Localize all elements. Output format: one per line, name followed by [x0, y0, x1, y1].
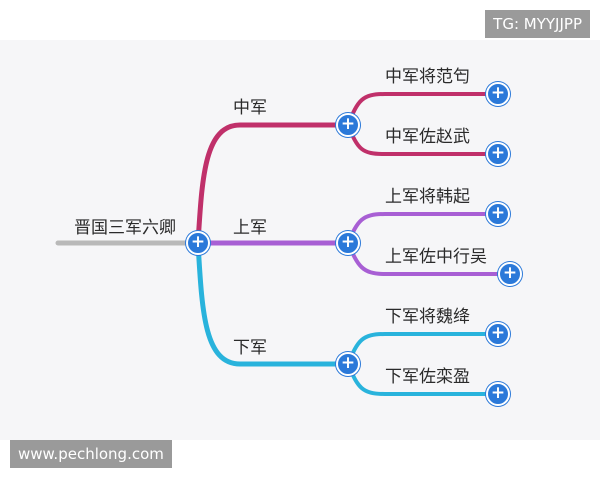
- plus-icon: +: [190, 232, 206, 252]
- leaf-expand-button-5[interactable]: +: [486, 322, 510, 346]
- branch-connector-zhongjun: [195, 122, 348, 244]
- plus-icon: +: [490, 323, 506, 343]
- plus-icon: +: [490, 203, 506, 223]
- plus-icon: +: [340, 114, 356, 134]
- leaf-expand-button-1[interactable]: +: [486, 82, 510, 106]
- branch-label-zhongjun: 中军: [233, 98, 267, 118]
- leaf-connector-5: [346, 332, 498, 365]
- plus-icon: +: [340, 353, 356, 373]
- leaf-expand-button-3[interactable]: +: [486, 202, 510, 226]
- plus-icon: +: [490, 383, 506, 403]
- plus-icon: +: [490, 83, 506, 103]
- branch-label-xiajun: 下军: [233, 338, 267, 358]
- watermark-bottom: www.pechlong.com: [10, 440, 172, 468]
- plus-icon: +: [502, 263, 518, 283]
- leaf-expand-button-4[interactable]: +: [498, 262, 522, 286]
- leaf-label-1: 中军将范匄: [385, 67, 470, 87]
- branch-expand-button-xiajun[interactable]: +: [336, 352, 360, 376]
- watermark-top: TG: MYYJJPP: [485, 10, 590, 38]
- plus-icon: +: [340, 232, 356, 252]
- leaf-connector-1: [346, 92, 498, 126]
- root-node-label: 晋国三军六卿: [74, 218, 176, 238]
- branch-connector-xiajun: [195, 242, 348, 367]
- leaf-label-2: 中军佐赵武: [385, 127, 470, 147]
- branch-expand-button-zhongjun[interactable]: +: [336, 113, 360, 137]
- leaf-label-5: 下军将魏绛: [385, 307, 470, 327]
- leaf-label-4: 上军佐中行吴: [385, 247, 487, 267]
- leaf-label-3: 上军将韩起: [385, 187, 470, 207]
- leaf-expand-button-2[interactable]: +: [486, 142, 510, 166]
- plus-icon: +: [490, 143, 506, 163]
- branch-label-shangjun: 上军: [233, 218, 267, 238]
- branch-expand-button-shangjun[interactable]: +: [336, 231, 360, 255]
- root-expand-button[interactable]: +: [186, 231, 210, 255]
- leaf-connector-3: [346, 212, 498, 244]
- mindmap-canvas: [0, 40, 600, 440]
- leaf-label-6: 下军佐栾盈: [385, 367, 470, 387]
- leaf-expand-button-6[interactable]: +: [486, 382, 510, 406]
